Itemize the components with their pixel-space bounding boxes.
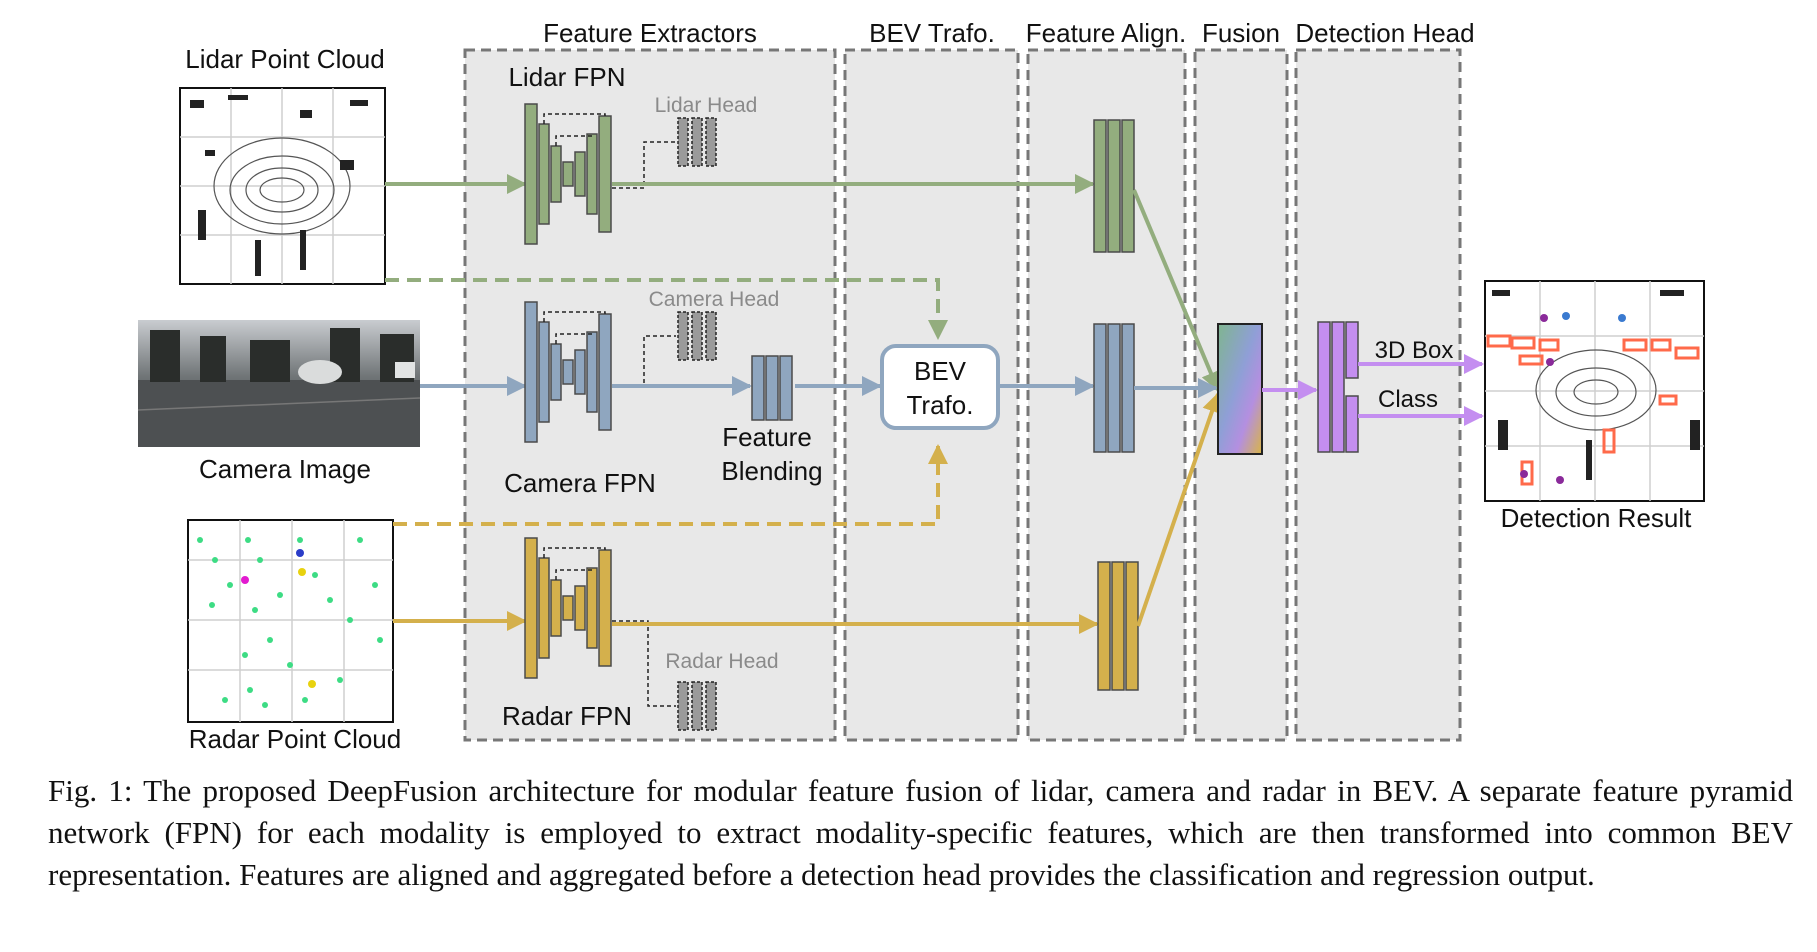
input-label-lidar: Lidar Point Cloud — [185, 44, 384, 74]
caption-text: The proposed DeepFusion architecture for… — [48, 773, 1793, 892]
stage-title-fusion: Fusion — [1202, 18, 1280, 48]
align-block-camera — [1093, 323, 1135, 453]
head-label-radar: Radar Head — [665, 650, 778, 673]
stage-title-detection-head: Detection Head — [1295, 18, 1474, 48]
dashed-lidar-to-bev — [385, 278, 948, 340]
camera-image — [137, 320, 421, 447]
stage-title-bev-trafo: BEV Trafo. — [869, 18, 995, 48]
detection-result-image — [1484, 280, 1705, 502]
result-label: Detection Result — [1501, 503, 1693, 533]
output-label-class: Class — [1378, 386, 1438, 413]
blending-label-line1: Feature — [722, 422, 812, 452]
align-block-lidar — [1093, 119, 1135, 253]
stage-title-feature-extractors: Feature Extractors — [543, 18, 757, 48]
arrow-lidar-to-fusion — [1132, 189, 1221, 392]
fusion-block — [1217, 323, 1263, 455]
fpn-label-camera: Camera FPN — [504, 468, 656, 498]
detection-head-block — [1317, 321, 1359, 453]
lidar-point-cloud-image — [179, 87, 386, 285]
blending-label-line2: Blending — [721, 456, 822, 486]
align-block-radar — [1097, 561, 1139, 691]
feature-blending-block — [751, 355, 793, 421]
fpn-label-radar: Radar FPN — [502, 701, 632, 731]
bev-trafo-box — [880, 344, 1000, 430]
dashed-radar-to-bev — [393, 444, 948, 526]
arrow-radar-to-fusion — [1136, 392, 1222, 627]
bev-box-line2: Trafo. — [907, 390, 974, 420]
input-label-camera: Camera Image — [199, 454, 371, 484]
radar-head — [612, 620, 717, 731]
fpn-label-lidar: Lidar FPN — [508, 62, 625, 92]
architecture-diagram: Feature Extractors BEV Trafo. Feature Al… — [137, 18, 1705, 754]
input-label-radar: Radar Point Cloud — [189, 724, 401, 754]
head-label-lidar: Lidar Head — [655, 94, 758, 117]
lidar-head — [612, 117, 717, 189]
radar-point-cloud-image — [187, 519, 394, 723]
output-label-box: 3D Box — [1375, 337, 1454, 364]
figure-caption: Fig. 1: The proposed DeepFusion architec… — [48, 770, 1793, 896]
head-label-camera: Camera Head — [649, 288, 780, 311]
stage-title-feature-align: Feature Align. — [1026, 18, 1186, 48]
caption-label: Fig. 1: — [48, 773, 133, 808]
bev-box-line1: BEV — [914, 356, 967, 386]
